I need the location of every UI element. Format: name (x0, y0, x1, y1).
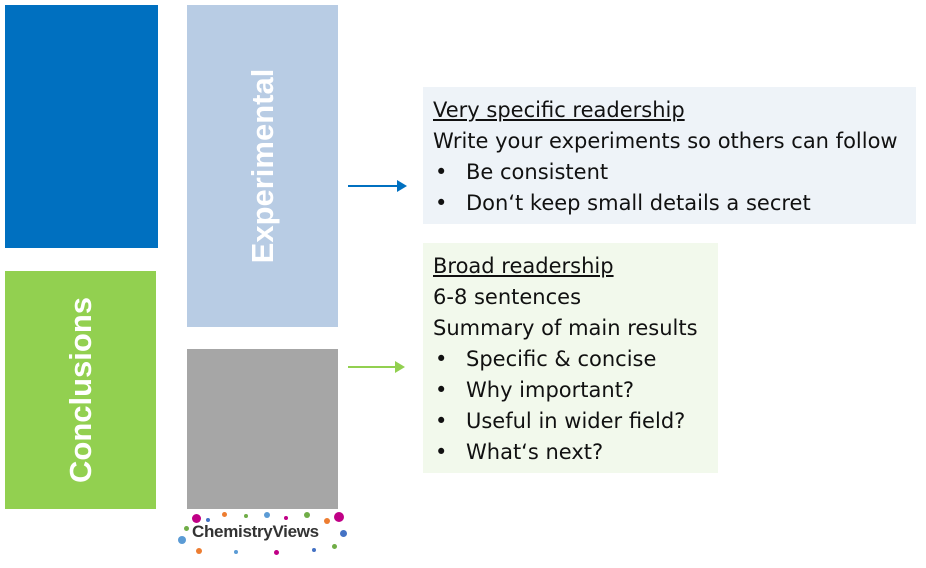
experimental-panel: Very specific readership Write your expe… (423, 87, 916, 224)
logo-dot-icon (284, 516, 288, 520)
logo-dot-icon (334, 512, 344, 522)
list-item: What‘s next? (433, 437, 718, 468)
experimental-label: Experimental (244, 68, 280, 264)
list-item: Why important? (433, 375, 718, 406)
logo-dot-icon (340, 530, 347, 537)
logo-dot-icon (274, 550, 279, 555)
list-item: Don‘t keep small details a secret (433, 188, 916, 219)
chemistryviews-logo: ChemistryViews (174, 512, 350, 556)
arrow-right-icon (348, 361, 405, 373)
logo-dot-icon (192, 514, 201, 523)
logo-dot-icon (332, 544, 337, 549)
panel-heading: Very specific readership (433, 98, 685, 122)
gray-block (187, 349, 338, 509)
logo-dot-icon (304, 512, 310, 518)
logo-dot-icon (184, 526, 189, 531)
logo-dot-icon (196, 548, 202, 554)
logo-dot-icon (312, 548, 316, 552)
logo-dot-icon (206, 518, 210, 522)
list-item: Useful in wider field? (433, 406, 718, 437)
list-item: Specific & concise (433, 344, 718, 375)
conclusions-label: Conclusions (62, 296, 98, 484)
arrow-right-icon (348, 180, 407, 192)
logo-dot-icon (264, 512, 270, 518)
conclusions-panel: Broad readership 6-8 sentences Summary o… (423, 243, 718, 473)
list-item: Be consistent (433, 157, 916, 188)
panel-heading: Broad readership (433, 254, 614, 278)
logo-dot-icon (244, 514, 248, 518)
panel-line: 6-8 sentences (433, 285, 582, 309)
logo-text: ChemistryViews (192, 522, 319, 541)
panel-subtitle: Write your experiments so others can fol… (433, 129, 898, 153)
logo-dot-icon (178, 536, 186, 544)
logo-dot-icon (222, 512, 227, 517)
conclusions-block: Conclusions (5, 271, 156, 509)
blue-block (5, 5, 158, 248)
logo-dot-icon (234, 550, 238, 554)
logo-dot-icon (324, 518, 330, 524)
experimental-block: Experimental (187, 5, 338, 327)
panel-line: Summary of main results (433, 316, 698, 340)
